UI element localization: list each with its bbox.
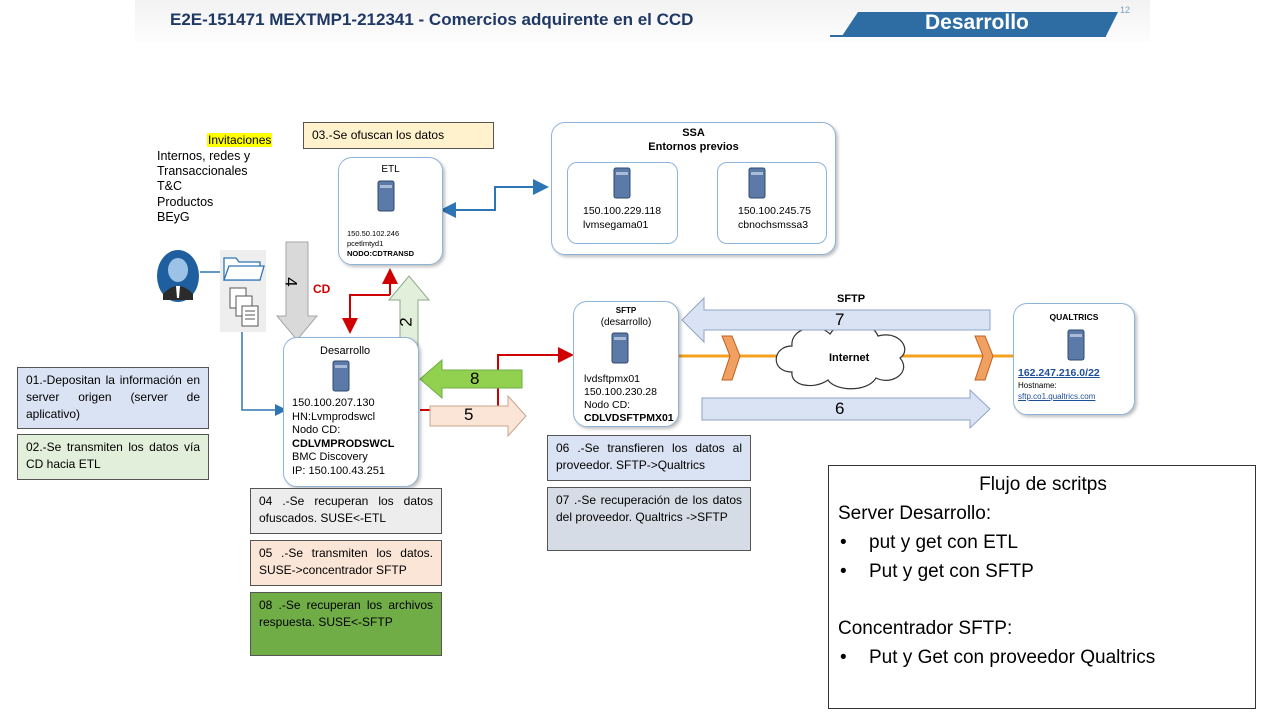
ssa-server-2: 150.100.245.75 cbnochsmssa3 xyxy=(717,162,827,244)
sftp-link-label: SFTP xyxy=(837,293,866,305)
desarrollo-line: Nodo CD: xyxy=(292,424,341,436)
invitaciones-item: Transaccionales xyxy=(157,164,248,179)
environment-banner xyxy=(830,12,1118,37)
desarrollo-title: Desarrollo xyxy=(320,345,371,357)
flujo-conc-item: Put y Get con proveedor Qualtrics xyxy=(869,647,1156,668)
cd-down-connector xyxy=(342,294,390,334)
flujo-server-heading: Server Desarrollo: xyxy=(838,503,992,524)
invitaciones-item: T&C xyxy=(157,179,182,194)
arrow-4 xyxy=(275,241,319,341)
invitaciones-item: Internos, redes y xyxy=(157,149,251,163)
note-06: 06 .-Se transfieren los datos al proveed… xyxy=(547,435,751,481)
etl-ip: 150.50.102.246 xyxy=(347,229,400,238)
etl-title: ETL xyxy=(381,164,400,175)
invitaciones-list: Internos, redes y Transaccionales T&C Pr… xyxy=(157,149,250,225)
desarrollo-line: BMC Discovery xyxy=(292,451,368,463)
etl-host: pcetlmtyd1 xyxy=(347,239,384,248)
arrow-5 xyxy=(429,394,527,438)
desarrollo-node: Desarrollo 150.100.207.130 HN:Lvmprodswc… xyxy=(283,337,419,487)
arrow-6 xyxy=(701,388,991,430)
qualtrics-hostname-link[interactable]: sftp.co1.qualtrics.com xyxy=(1018,392,1096,401)
cd-label: CD xyxy=(313,282,331,296)
sftp-line: CDLVDSFTPMX01 xyxy=(584,412,674,424)
qualtrics-hostname-label: Hostname: xyxy=(1018,381,1057,390)
desarrollo-line: HN:Lvmprodswcl xyxy=(292,410,376,423)
desarrollo-details: 150.100.207.130 HN:Lvmprodswcl Nodo CD: … xyxy=(292,397,394,478)
note-01: 01.-Depositan la información en server o… xyxy=(17,367,209,429)
ssa-node: SSA Entornos previos 150.100.229.118 lvm… xyxy=(551,122,836,255)
ssa-server-1: 150.100.229.118 lvmsegama01 xyxy=(567,162,678,244)
arrow-7-label: 7 xyxy=(835,310,845,329)
desarrollo-server-icon xyxy=(332,360,350,392)
arrow-8 xyxy=(419,358,523,400)
ssa-server-1-host: lvmsegama01 xyxy=(583,219,649,231)
sftp-line: Nodo CD: xyxy=(584,399,631,411)
note-08: 08 .-Se recuperan los archivos respuesta… xyxy=(250,592,442,656)
desarrollo-line: IP: 150.100.43.251 xyxy=(292,464,385,477)
slide-number: 12 xyxy=(1120,5,1131,15)
etl-details: 150.50.102.246 pcetlmtyd1 NODO:CDTRANSD xyxy=(347,229,414,259)
flujo-bullet: • xyxy=(840,561,847,582)
ssa-server-2-host: cbnochsmssa3 xyxy=(738,219,809,231)
flujo-bullet: • xyxy=(840,647,847,668)
sftp-line: lvdsftpmx01 xyxy=(584,373,641,385)
desarrollo-line: 150.100.207.130 xyxy=(292,397,375,409)
arrow-7 xyxy=(681,296,991,344)
arrow-6-label: 6 xyxy=(835,399,845,418)
arrow-8-label: 8 xyxy=(470,369,480,388)
ssa-server-1-ip: 150.100.229.118 xyxy=(583,205,662,217)
arrow-4-label: 4 xyxy=(281,277,301,287)
ssa-server-2-ip: 150.100.245.75 xyxy=(738,205,811,217)
sftp-server-icon xyxy=(611,332,629,364)
etl-server-icon xyxy=(377,180,395,212)
user-icon xyxy=(157,250,199,302)
desarrollo-line: CDLVMPRODSWCL xyxy=(292,437,395,450)
folder-documents-icon xyxy=(220,250,266,332)
ssa-server-1-icon xyxy=(613,167,631,199)
page-title: E2E-151471 MEXTMP1-212341 - Comercios ad… xyxy=(170,10,694,29)
note-07: 07 .-Se recuperación de los datos del pr… xyxy=(547,487,751,551)
invitaciones-heading: Invitaciones xyxy=(207,133,273,147)
ssa-server-1-text: 150.100.229.118 lvmsegama01 xyxy=(583,204,661,232)
qualtrics-ip[interactable]: 162.247.216.0/22 xyxy=(1018,367,1100,379)
invitaciones-item: BEyG xyxy=(157,209,190,224)
flujo-conc-heading: Concentrador SFTP: xyxy=(838,618,1013,639)
qualtrics-node: QUALTRICS 162.247.216.0/22 Hostname: sft… xyxy=(1013,303,1135,415)
arrow-2-label: 2 xyxy=(396,317,416,327)
flujo-title: Flujo de scritps xyxy=(979,474,1107,495)
etl-node: ETL 150.50.102.246 pcetlmtyd1 NODO:CDTRA… xyxy=(338,157,443,265)
note-02: 02.-Se transmiten los datos vía CD hacia… xyxy=(17,434,209,480)
note-03: 03.-Se ofuscan los datos xyxy=(303,122,494,149)
sftp-node: SFTP (desarrollo) lvdsftpmx01 150.100.23… xyxy=(573,301,679,427)
qualtrics-title: QUALTRICS xyxy=(1049,312,1099,322)
internet-cloud xyxy=(775,322,906,390)
sftp-details: lvdsftpmx01 150.100.230.28 Nodo CD: CDLV… xyxy=(584,373,674,425)
qualtrics-server-icon xyxy=(1067,329,1085,361)
invitaciones-item: Productos xyxy=(157,194,214,209)
flujo-bullet: • xyxy=(840,532,847,553)
sftp-line: 150.100.230.28 xyxy=(584,386,657,398)
arrow-5-label: 5 xyxy=(464,405,474,424)
environment-label: Desarrollo xyxy=(925,11,1029,34)
flujo-box: Flujo de scritps Server Desarrollo: • pu… xyxy=(828,465,1256,709)
flujo-server-item: put y get con ETL xyxy=(869,532,1018,553)
flujo-server-item: Put y get con SFTP xyxy=(869,561,1034,582)
docs-to-desarrollo-connector xyxy=(241,330,287,416)
internet-label: Internet xyxy=(829,352,870,364)
firewall-left-icon xyxy=(721,335,741,381)
sftp-title-text: SFTP xyxy=(615,306,637,315)
ssa-server-2-text: 150.100.245.75 cbnochsmssa3 xyxy=(738,204,811,232)
ssa-title: SSA Entornos previos xyxy=(552,126,835,154)
etl-ssa-connector-left xyxy=(440,186,547,218)
sftp-title: SFTP (desarrollo) xyxy=(574,305,678,329)
firewall-right-icon xyxy=(974,335,994,381)
note-04: 04 .-Se recuperan los datos ofuscados. S… xyxy=(250,488,442,534)
etl-nodo: NODO:CDTRANSD xyxy=(347,249,415,258)
ssa-title-text: SSA xyxy=(682,127,705,139)
ssa-subtitle: Entornos previos xyxy=(648,141,739,153)
sftp-subtitle: (desarrollo) xyxy=(600,317,652,328)
note-05: 05 .-Se transmiten los datos. SUSE->conc… xyxy=(250,540,442,586)
ssa-server-2-icon xyxy=(748,167,766,199)
